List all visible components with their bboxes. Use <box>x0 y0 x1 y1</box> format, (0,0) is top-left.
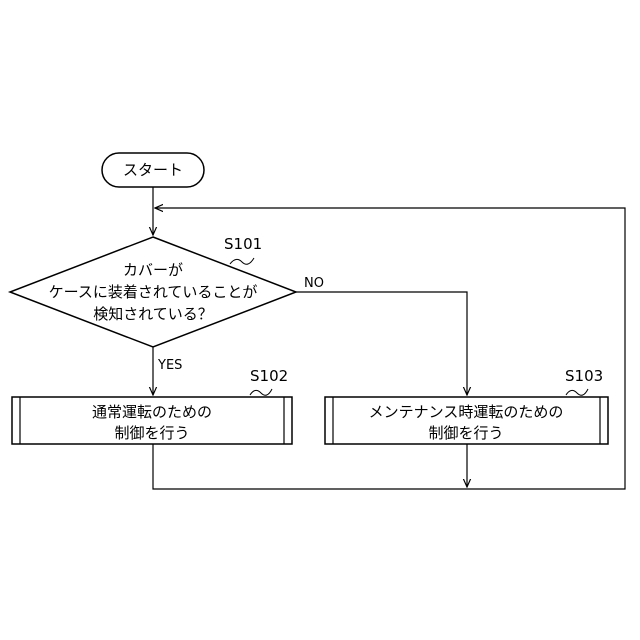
start-terminal: スタート <box>102 153 204 187</box>
decision-line-2: ケースに装着されていることが <box>49 283 258 301</box>
connector-s102-exit <box>153 444 467 489</box>
decision-diamond: カバーが ケースに装着されていることが 検知されている？ <box>10 237 296 347</box>
decision-line-3: 検知されている？ <box>93 305 213 323</box>
process-normal-line-2: 制御を行う <box>114 424 189 442</box>
process-normal-operation: 通常運転のための 制御を行う <box>12 397 292 444</box>
process-normal-line-1: 通常運転のための <box>92 403 212 421</box>
leader-s101 <box>230 258 254 264</box>
yes-label: YES <box>157 358 182 373</box>
process-maintenance-line-1: メンテナンス時運転のための <box>369 403 564 421</box>
step-label-s101: S101 <box>224 235 262 253</box>
decision-line-1: カバーが <box>123 261 183 279</box>
connector-no-branch <box>296 292 467 395</box>
process-maintenance-operation: メンテナンス時運転のための 制御を行う <box>325 397 608 444</box>
step-label-s102: S102 <box>250 367 288 385</box>
step-label-s103: S103 <box>565 367 603 385</box>
no-label: NO <box>304 276 324 291</box>
process-maintenance-line-2: 制御を行う <box>428 424 503 442</box>
leader-s102 <box>250 389 272 395</box>
start-label: スタート <box>123 161 183 179</box>
leader-s103 <box>566 389 588 395</box>
